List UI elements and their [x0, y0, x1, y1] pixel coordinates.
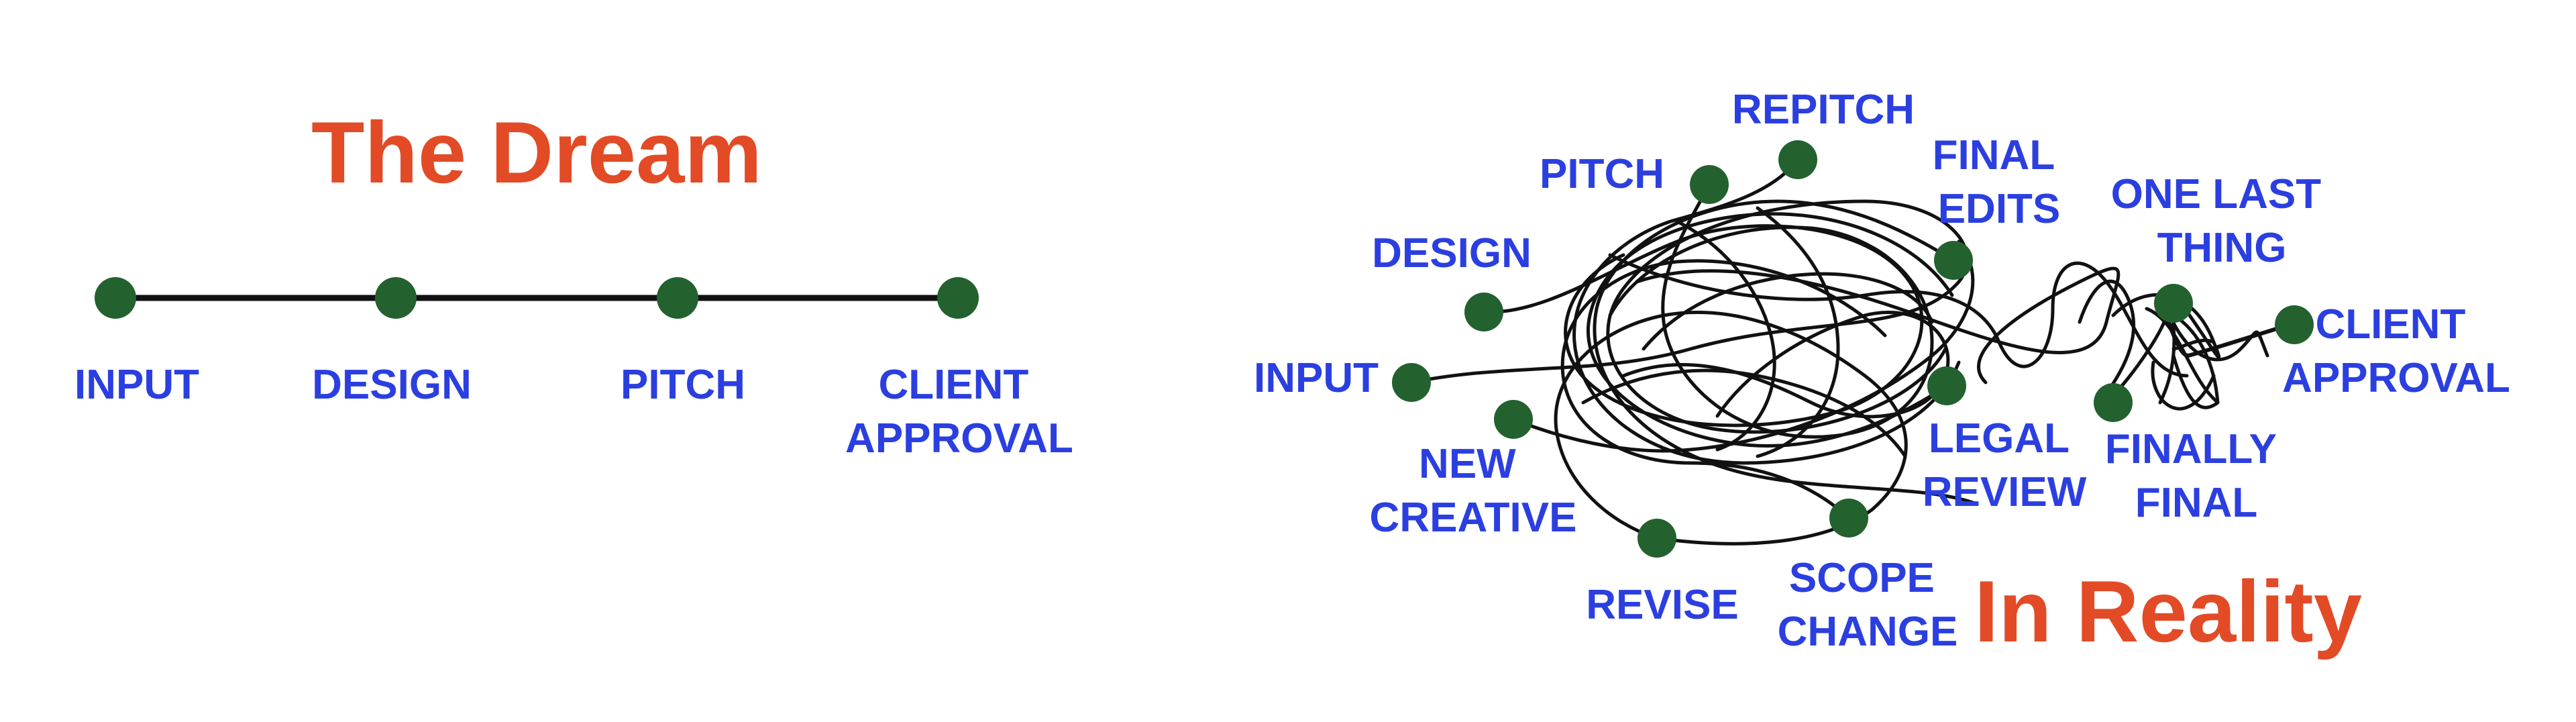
- tangle-path-6: [1587, 212, 1954, 448]
- dream-label-client-approval: CLIENT APPROVAL: [845, 362, 1073, 462]
- reality-node-design: [1464, 293, 1503, 331]
- reality-node-finally-final: [2094, 383, 2133, 422]
- reality-section: INPUT DESIGN PITCH REPITCH FINAL EDITS O…: [1254, 87, 2510, 660]
- reality-node-scope-change: [1829, 499, 1868, 537]
- reality-node-legal-review: [1927, 366, 1966, 405]
- tangle-path-15: [1756, 206, 1840, 458]
- tangle-path-5: [1593, 199, 1977, 505]
- reality-label-scope-change-line-2: CHANGE: [1778, 609, 1958, 655]
- reality-label-scope-change: SCOPE CHANGE: [1778, 555, 1958, 655]
- dream-label-pitch-line-1: PITCH: [621, 362, 745, 408]
- reality-node-input: [1392, 363, 1431, 402]
- dream-label-input-line-1: INPUT: [74, 362, 199, 408]
- dream-node-pitch: [657, 277, 698, 319]
- reality-label-new-creative-line-2: CREATIVE: [1370, 495, 1577, 541]
- reality-label-design-line-1: DESIGN: [1372, 230, 1532, 276]
- reality-label-one-last-thing: ONE LAST THING: [2111, 171, 2333, 271]
- reality-label-repitch: REPITCH: [1732, 87, 1915, 133]
- reality-label-scope-change-line-1: SCOPE: [1789, 555, 1935, 601]
- reality-label-legal-review-line-2: REVIEW: [1923, 469, 2087, 515]
- tangle-path-10: [1608, 253, 2189, 378]
- dream-label-client-approval-line-1: CLIENT: [878, 362, 1028, 408]
- tangle-path-13: [1621, 311, 1950, 419]
- reality-label-legal-review-line-1: LEGAL: [1929, 415, 2069, 462]
- tangle-path-1: [1409, 199, 1969, 434]
- reality-label-new-creative: NEW CREATIVE: [1370, 441, 1577, 541]
- tangle-path-17: [1581, 368, 1907, 458]
- dream-node-design: [375, 277, 417, 319]
- reality-label-final-edits-line-2: EDITS: [1938, 186, 2061, 232]
- dream-label-design: DESIGN: [312, 362, 472, 408]
- dream-label-design-line-1: DESIGN: [312, 362, 472, 408]
- reality-node-new-creative: [1494, 400, 1533, 439]
- reality-label-finally-final-line-2: FINAL: [2135, 480, 2258, 526]
- tangle-path-8: [1560, 259, 1887, 520]
- reality-label-design: DESIGN: [1372, 230, 1532, 276]
- dream-section: The Dream INPUT DESIGN PITCH CLIENT APPR…: [74, 103, 1073, 462]
- reality-node-final-edits: [1934, 241, 1973, 280]
- reality-connector-to-approval: [2159, 301, 2290, 358]
- reality-node-revise: [1638, 519, 1676, 558]
- reality-tangle: [1409, 158, 2221, 546]
- reality-label-revise: REVISE: [1586, 582, 1738, 628]
- dream-label-client-approval-line-2: APPROVAL: [845, 415, 1073, 462]
- reality-node-pitch: [1690, 165, 1729, 204]
- reality-node-client-approval: [2275, 305, 2314, 344]
- tangle-path-14: [1675, 219, 1776, 452]
- reality-label-final-edits-line-1: FINAL: [1933, 132, 2054, 178]
- reality-label-revise-line-1: REVISE: [1586, 582, 1738, 628]
- tangle-path-12: [2078, 279, 2135, 405]
- reality-label-client-approval: CLIENT APPROVAL: [2282, 301, 2510, 401]
- dream-node-input: [95, 277, 136, 319]
- tangle-path-3: [1608, 183, 1934, 439]
- dream-title: The Dream: [311, 103, 762, 201]
- reality-label-one-last-thing-line-1: ONE LAST: [2111, 171, 2322, 217]
- reality-label-finally-final-line-1: FINALLY: [2105, 426, 2277, 472]
- reality-label-input-line-1: INPUT: [1254, 355, 1379, 401]
- reality-label-final-edits: FINAL EDITS: [1933, 132, 2066, 232]
- reality-label-repitch-line-1: REPITCH: [1732, 87, 1915, 133]
- reality-node-repitch: [1778, 140, 1817, 179]
- reality-label-finally-final: FINALLY FINAL: [2105, 426, 2288, 526]
- reality-label-legal-review: LEGAL REVIEW: [1923, 415, 2087, 515]
- reality-label-pitch: PITCH: [1540, 151, 1664, 197]
- dream-label-pitch: PITCH: [621, 362, 745, 408]
- tangle-path-16: [1642, 272, 1934, 351]
- reality-label-new-creative-line-1: NEW: [1419, 441, 1516, 487]
- reality-label-one-last-thing-line-2: THING: [2157, 225, 2287, 271]
- reality-label-client-approval-line-1: CLIENT: [2315, 301, 2465, 348]
- reality-label-input: INPUT: [1254, 355, 1379, 401]
- dream-node-client-approval: [937, 277, 979, 319]
- reality-label-pitch-line-1: PITCH: [1540, 151, 1664, 197]
- dream-label-input: INPUT: [74, 362, 199, 408]
- reality-title: In Reality: [1974, 562, 2362, 660]
- reality-node-one-last-thing: [2154, 284, 2193, 323]
- reality-label-client-approval-line-2: APPROVAL: [2282, 355, 2510, 401]
- tangle-path-11: [1635, 266, 2121, 384]
